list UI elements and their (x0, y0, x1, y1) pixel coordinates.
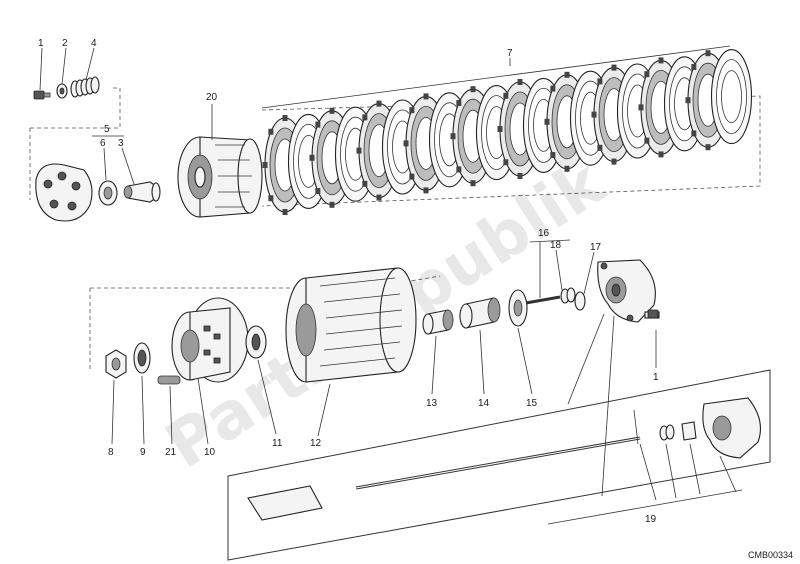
callout-5: 5 (104, 124, 110, 135)
part-4-spring (70, 76, 100, 98)
part-6-bearing (98, 180, 118, 206)
callout-18: 18 (550, 240, 562, 251)
part-10-inner-hub (171, 297, 249, 383)
callout-8: 8 (108, 447, 114, 458)
callout-21: 21 (165, 447, 177, 458)
part-17-o-ring (574, 291, 586, 311)
part-20-clutch-drum (177, 136, 263, 218)
part-13-bushing (422, 309, 454, 335)
part-7-clutch-plates (262, 49, 753, 215)
slave-cylinder (597, 259, 660, 323)
callout-11: 11 (272, 438, 283, 449)
callout-15: 15 (526, 398, 538, 409)
part-14-spacer (459, 297, 501, 329)
callout-2: 2 (62, 38, 68, 49)
part-11-thrust-washer (245, 325, 267, 359)
callout-3: 3 (118, 138, 124, 149)
callout-20: 20 (206, 92, 218, 103)
drawing-code: CMB00334 (748, 550, 793, 560)
part-9-washer (133, 342, 151, 374)
part-2-washer (56, 83, 68, 99)
callout-17: 17 (590, 242, 602, 253)
part-21-spring (157, 375, 181, 385)
steel-plate (710, 49, 753, 145)
pressure-plate (35, 163, 93, 222)
callout-4: 4 (91, 38, 97, 49)
callout-13: 13 (426, 398, 438, 409)
part-8-nut (105, 349, 127, 379)
kit-slave-body (702, 397, 761, 459)
callout-7: 7 (507, 48, 513, 59)
callout-6: 6 (100, 138, 106, 149)
part-18-circlip (560, 287, 576, 304)
part-12-clutch-basket (285, 267, 417, 383)
callout-19: 19 (645, 514, 657, 525)
upper-frame (29, 87, 761, 207)
part-15-washer (508, 289, 528, 327)
leader-lines (39, 45, 743, 525)
callout-1-slave: 1 (653, 372, 659, 383)
callout-labels: 1 2 4 5 6 3 20 7 16 18 17 1 8 9 21 10 11… (38, 38, 793, 560)
callout-14: 14 (478, 398, 490, 409)
part-19-kit-frame (227, 369, 771, 561)
callout-12: 12 (310, 438, 322, 449)
part-3-pushrod-cup (123, 181, 161, 203)
callout-9: 9 (140, 447, 146, 458)
kit-seal-packet (247, 485, 323, 521)
part-1-slave-bolt (647, 309, 659, 319)
kit-pushrod (355, 436, 641, 490)
callout-1-top: 1 (38, 38, 44, 49)
part-1-screw (33, 90, 51, 100)
callout-16: 16 (538, 228, 550, 239)
callout-10: 10 (204, 447, 216, 458)
